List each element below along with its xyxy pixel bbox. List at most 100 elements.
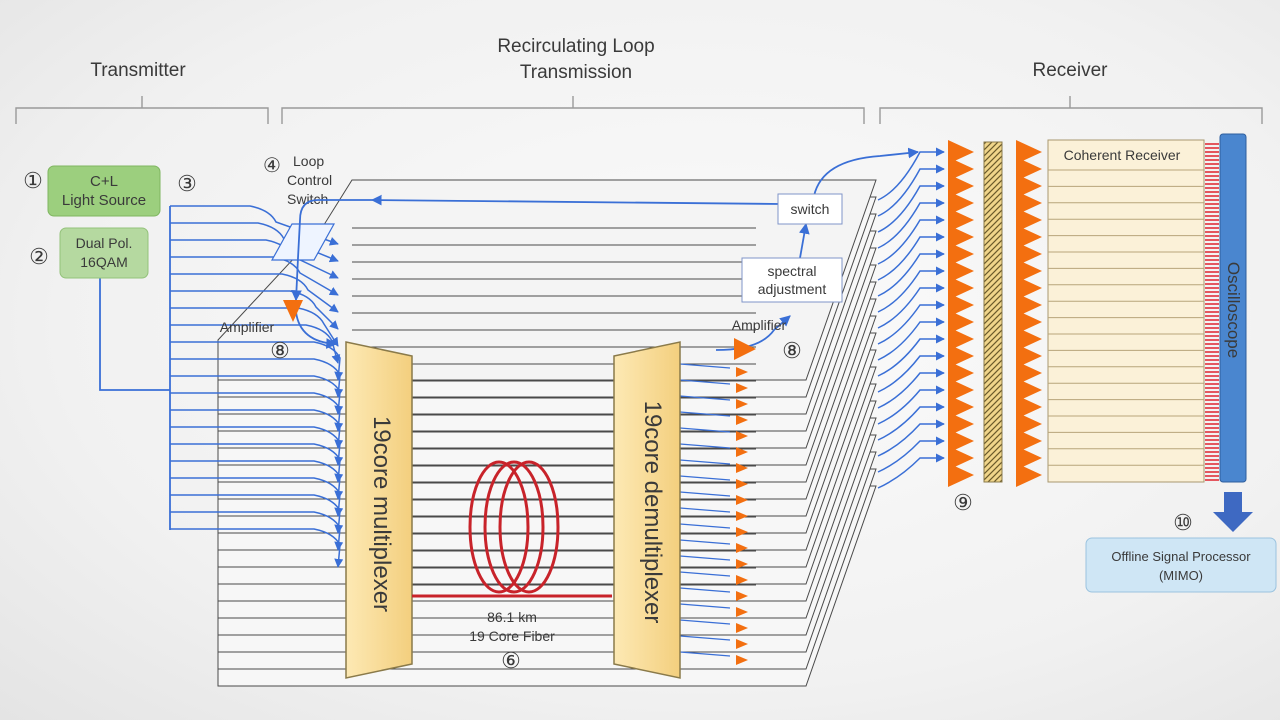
demux-output-line [679,475,731,481]
receiver-amplifier-triangle [1016,259,1042,283]
light-source-box: C+L Light Source [47,165,161,217]
light-source-label-line1: C+L [90,173,118,190]
demux-amplifier-triangle [736,463,748,473]
demultiplexer: 19core demultiplexer [613,341,681,679]
demux-output-line [679,443,731,449]
receiver-input-line [877,266,945,313]
receiver-input-line [877,436,945,473]
receiver-input-line [877,215,945,265]
section-title-loop-line2: Transmission [520,62,632,83]
receiver-input-line [877,147,945,201]
receiver-amplifier-triangle [948,276,974,300]
loop-control-switch-line3: Switch [287,191,328,207]
demux-output-line [679,571,731,577]
multiplexer: 19core multiplexer [345,341,413,679]
receiver-amplifier-array-2 [1016,140,1042,487]
receiver-amplifier-triangle [948,412,974,436]
processor-label-line1: Offline Signal Processor [1111,549,1251,564]
receiver-amplifier-triangle [948,242,974,266]
receiver-input-lines [877,147,945,489]
receiver-amplifier-triangle [948,429,974,453]
transmitter-fanout-line [170,392,344,432]
transmitter-fanout-lines [99,205,344,568]
spectral-label-line2: adjustment [758,281,827,297]
receiver-amplifier-triangle [1016,412,1042,436]
marker-2: ② [29,244,49,269]
receiver-amplifier-triangle [1016,157,1042,181]
receiver-input-line [877,453,945,489]
section-title-loop-line1: Recirculating Loop [497,36,654,57]
demux-output-line [679,491,731,497]
receiver-amplifier-triangle [1016,174,1042,198]
receiver-amplifier-triangle [948,140,974,164]
receiver-amplifier-triangle [1016,242,1042,266]
down-arrow-icon [1213,492,1253,532]
marker-1: ① [23,168,43,193]
receiver-input-line [877,164,945,217]
receiver-amplifier-triangle [948,208,974,232]
transmitter-fanout-line [170,528,344,568]
coherent-receiver [1047,139,1205,483]
transmitter-fanout-line [170,460,344,500]
marker-10: ⑩ [1173,510,1193,535]
transmitter-fanout-line [170,273,339,313]
demux-output-line [679,651,731,657]
fiber-type-label: 19 Core Fiber [469,628,555,644]
demux-amplifier-triangle [736,559,748,569]
receiver-input-line [877,249,945,297]
oscilloscope-label: Oscilloscope [1224,262,1243,358]
switch-box: switch [777,193,843,225]
transmitter-fanout-line [170,426,344,466]
receiver-input-line [877,181,945,233]
receiver-amplifier-triangle [1016,310,1042,334]
loop-control-switch-line1: Loop [293,153,324,169]
demux-amplifier-triangle [736,527,748,537]
transmitter-fanout-line [170,375,344,415]
amplifier-right-label: Amplifier [732,317,787,333]
demux-output-line [679,555,731,561]
receiver-amplifier-triangle [1016,327,1042,351]
receiver-input-line [877,232,945,281]
switch-label: switch [791,201,830,217]
demux-output-line [679,635,731,641]
transmitter-fanout-line [170,494,344,534]
loop-control-switch-line2: Control [287,172,332,188]
marker-4: ④ [263,155,281,177]
demux-amplifier-triangle [736,399,748,409]
modulator-label-line2: 16QAM [80,254,127,270]
marker-3: ③ [177,171,197,196]
receiver-amplifier-triangle [1016,361,1042,385]
demux-amplifier-triangle [736,575,748,585]
demux-amplifier-triangle [736,383,748,393]
demux-amplifier-triangle [736,367,748,377]
modulator-label-line1: Dual Pol. [76,235,133,251]
light-source-label-line2: Light Source [62,192,146,209]
amplifier-left-label: Amplifier [220,319,275,335]
demux-side-amplifiers [679,363,748,665]
demultiplexer-label: 19core demultiplexer [639,401,666,624]
multiplexer-label: 19core multiplexer [368,416,395,612]
receiver-amplifier-triangle [1016,225,1042,249]
receiver-amplifier-triangle [1016,208,1042,232]
amplifier-right-triangle [734,338,756,360]
receiver-amplifier-triangle [948,225,974,249]
receiver-amplifier-triangle [1016,140,1042,164]
transmitter-fanout-line [170,477,344,517]
demux-amplifier-triangle [736,415,748,425]
marker-8-right: ⑧ [782,338,802,363]
demux-output-line [679,619,731,625]
processor-label-line2: (MIMO) [1159,568,1203,583]
transmitter-fanout-line [170,290,339,330]
transmitter-fanout-line [170,409,344,449]
spectral-adjustment-box: spectral adjustment [741,257,843,303]
demux-amplifier-triangle [736,623,748,633]
loop-return-path [291,147,920,351]
receiver-input-line [877,334,945,377]
receiver-amplifier-triangle [948,259,974,283]
section-brackets [15,96,1263,124]
demux-amplifier-triangle [736,607,748,617]
demux-output-line [679,459,731,465]
receiver-amplifier-triangle [948,378,974,402]
receiver-amplifier-triangle [1016,429,1042,453]
